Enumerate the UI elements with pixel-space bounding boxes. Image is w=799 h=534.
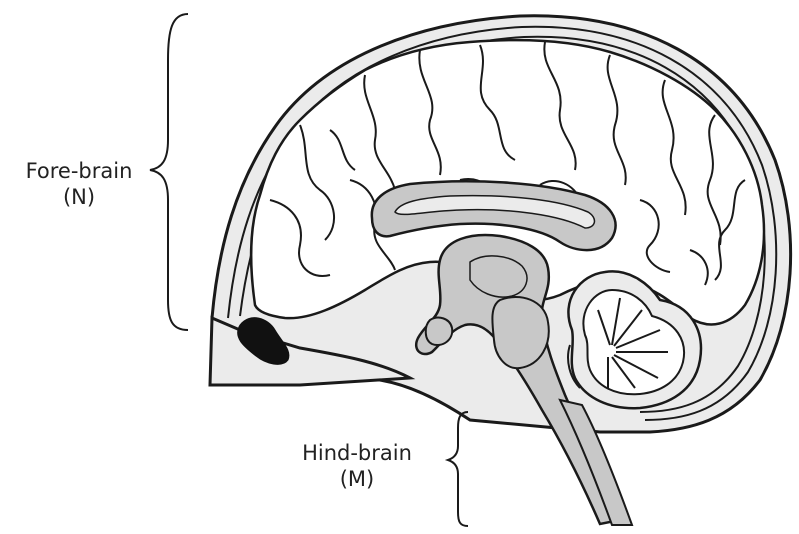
hindbrain-label: Hind-brain (M) <box>282 440 432 492</box>
forebrain-name: Fore-brain <box>4 158 154 184</box>
hindbrain-name: Hind-brain <box>282 440 432 466</box>
pons <box>492 297 548 368</box>
forebrain-code: (N) <box>4 184 154 210</box>
hindbrain-code: (M) <box>282 466 432 492</box>
forebrain-label: Fore-brain (N) <box>4 158 154 210</box>
hindbrain-brace <box>448 412 468 526</box>
forebrain-brace <box>150 14 188 330</box>
pituitary <box>426 318 452 345</box>
